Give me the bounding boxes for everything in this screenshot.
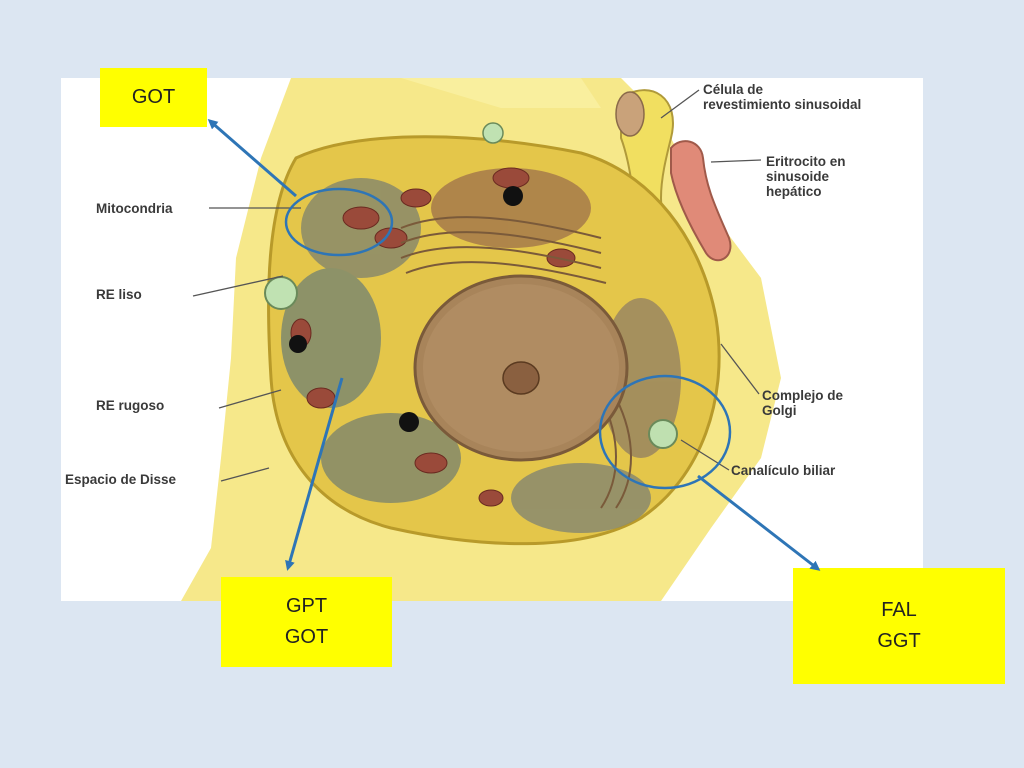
- label-mitocondria: Mitocondria: [96, 201, 173, 216]
- lipid-droplet: [399, 412, 419, 432]
- box-line: GPT: [285, 595, 328, 617]
- erythrocyte: [670, 140, 732, 262]
- tissue-top: [401, 78, 601, 108]
- box-line: FAL: [881, 599, 917, 621]
- label-celula-revestimiento: Célula de revestimiento sinusoidal: [703, 82, 861, 112]
- label-canaliculo-biliar: Canalículo biliar: [731, 463, 835, 478]
- label-re-liso: RE liso: [96, 287, 142, 302]
- label-eritrocito: Eritrocito en sinusoide hepático: [766, 154, 846, 199]
- glycogen-rosette: [482, 122, 504, 144]
- label-re-rugoso: RE rugoso: [96, 398, 164, 413]
- label-text: Mitocondria: [96, 201, 173, 216]
- label-text: Canalículo biliar: [731, 463, 836, 478]
- lipid-droplet: [503, 186, 523, 206]
- label-text: Eritrocito en sinusoide hepático: [766, 154, 846, 199]
- label-complejo-golgi: Complejo de Golgi: [762, 388, 843, 418]
- hepatocyte-figure: Célula de revestimiento sinusoidal Eritr…: [61, 78, 923, 601]
- box-line: GOT: [284, 626, 329, 648]
- label-text: RE rugoso: [96, 398, 165, 413]
- box-got: GOT: [100, 68, 207, 127]
- label-text: Complejo de Golgi: [762, 388, 844, 418]
- box-fal-ggt: FAL GGT: [793, 568, 1005, 684]
- bile-canaliculus: [648, 419, 678, 449]
- lipid-droplet: [289, 335, 307, 353]
- label-text: RE liso: [96, 287, 142, 302]
- label-text: Célula de revestimiento sinusoidal: [703, 82, 862, 112]
- nucleolus: [502, 361, 540, 395]
- lining-cell-nucleus: [615, 91, 645, 137]
- label-text: Espacio de Disse: [65, 472, 177, 487]
- label-espacio-disse: Espacio de Disse: [65, 472, 176, 487]
- box-gpt-got: GPT GOT: [221, 577, 392, 667]
- box-line: GGT: [877, 630, 921, 652]
- glycogen-rosette: [264, 276, 298, 310]
- box-line: GOT: [131, 86, 176, 108]
